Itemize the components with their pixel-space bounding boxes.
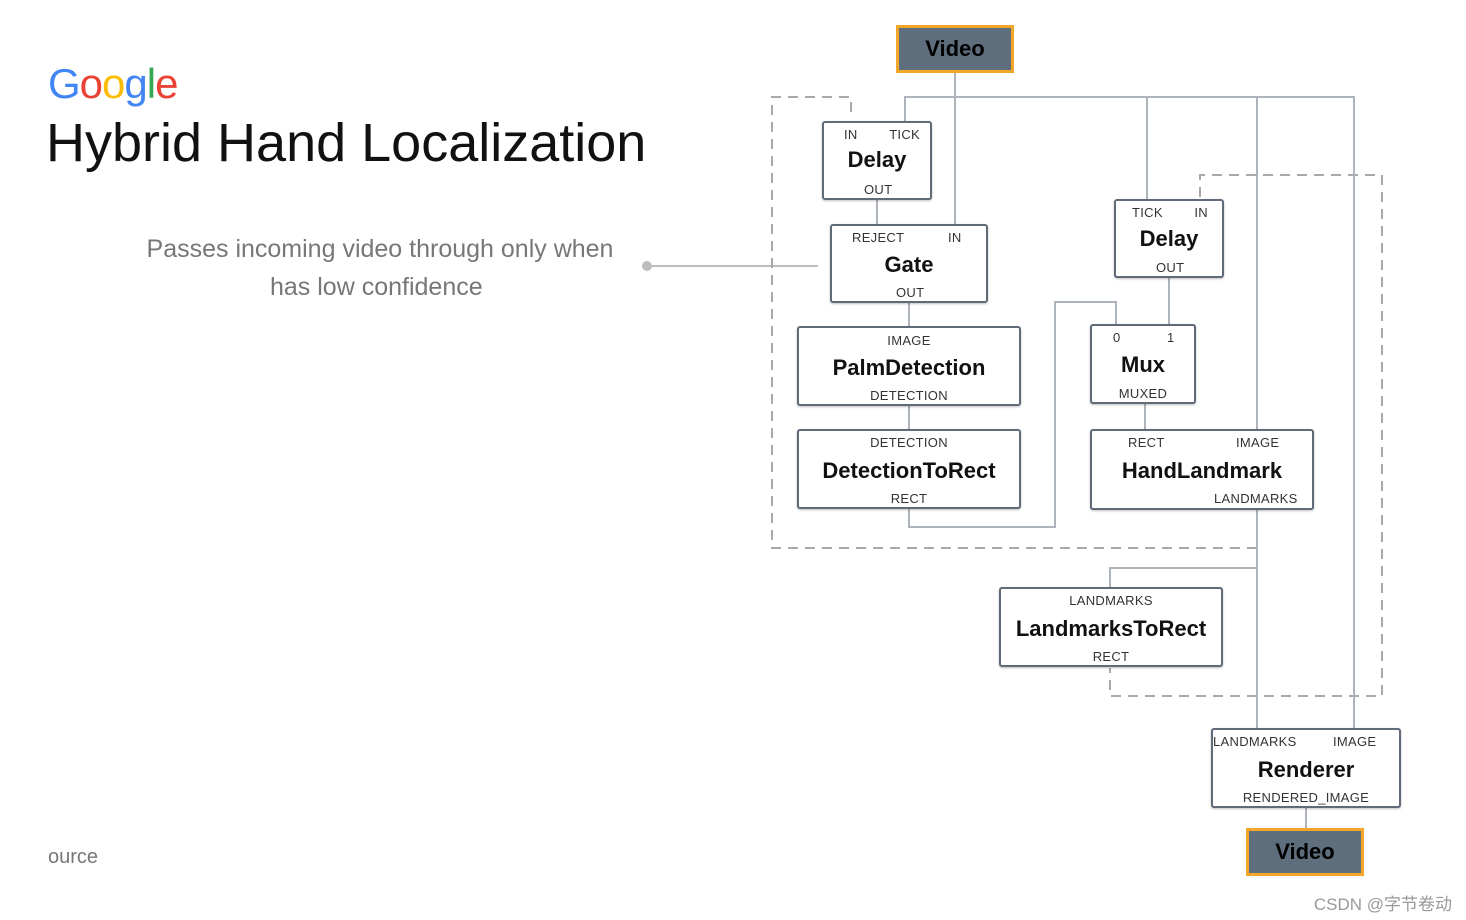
palm-detection-node[interactable]: IMAGE PalmDetection DETECTION <box>797 326 1021 406</box>
callout-line-2: has low confidence <box>270 273 483 301</box>
node-title: DetectionToRect <box>822 458 996 483</box>
port-rect: RECT <box>1092 649 1130 664</box>
callout-text: Passes incoming video through only when … <box>120 230 640 306</box>
port-in: IN <box>948 230 962 245</box>
port-out: OUT <box>1156 260 1185 275</box>
delay-node-left[interactable]: IN TICK Delay OUT <box>822 121 932 200</box>
renderer-node[interactable]: LANDMARKS IMAGE Renderer RENDERED_IMAGE <box>1211 728 1401 808</box>
hand-landmark-node[interactable]: RECT IMAGE HandLandmark LANDMARKS <box>1090 429 1314 510</box>
node-title: LandmarksToRect <box>1015 616 1207 641</box>
gate-node[interactable]: REJECT IN Gate OUT <box>830 224 988 303</box>
port-landmarks: LANDMARKS <box>1213 734 1297 749</box>
port-rendered-image: RENDERED_IMAGE <box>1242 790 1370 805</box>
port-image: IMAGE <box>887 333 931 348</box>
port-image: IMAGE <box>1236 435 1280 450</box>
port-detection: DETECTION <box>870 388 948 403</box>
callout-line-1: Passes incoming video through only when <box>146 235 614 263</box>
port-detection: DETECTION <box>870 435 948 450</box>
video-output-node[interactable]: Video <box>1246 828 1364 876</box>
logo-letter: o <box>102 60 125 107</box>
group-outline-left <box>771 96 1257 549</box>
node-title: Delay <box>847 147 907 172</box>
wire-hand-l2r <box>1109 509 1258 589</box>
group-outline-right <box>1109 174 1383 697</box>
wire-d2r-mux <box>908 301 1117 528</box>
port-rect: RECT <box>1128 435 1165 450</box>
port-1: 1 <box>1167 330 1175 345</box>
detection-to-rect-node[interactable]: DETECTION DetectionToRect RECT <box>797 429 1021 509</box>
port-tick: TICK <box>889 127 920 142</box>
mux-node[interactable]: 0 1 Mux MUXED <box>1090 324 1196 404</box>
video-input-node[interactable]: Video <box>896 25 1014 73</box>
logo-letter: G <box>48 60 81 107</box>
node-title: Mux <box>1121 352 1165 377</box>
port-image: IMAGE <box>1333 734 1377 749</box>
node-title: Renderer <box>1257 757 1355 782</box>
port-muxed: MUXED <box>1118 386 1168 401</box>
node-title: PalmDetection <box>832 355 986 380</box>
port-reject: REJECT <box>852 230 905 245</box>
port-rect: RECT <box>890 491 928 506</box>
logo-letter: l <box>146 60 156 107</box>
port-landmarks: LANDMARKS <box>1069 593 1153 608</box>
port-tick: TICK <box>1132 205 1163 220</box>
node-title: Gate <box>884 252 934 277</box>
logo-letter: o <box>79 60 103 107</box>
landmarks-to-rect-node[interactable]: LANDMARKS LandmarksToRect RECT <box>999 587 1223 667</box>
port-landmarks: LANDMARKS <box>1214 491 1298 506</box>
node-title: HandLandmark <box>1121 458 1283 483</box>
logo-letter: e <box>155 60 178 107</box>
port-0: 0 <box>1113 330 1121 345</box>
port-out: OUT <box>896 285 925 300</box>
slide-title: Hybrid Hand Localization <box>46 113 647 173</box>
google-logo: Google <box>48 60 178 108</box>
wire-video-bus <box>904 96 1355 730</box>
node-title: Delay <box>1139 226 1199 251</box>
logo-letter: g <box>124 60 147 107</box>
watermark: CSDN @字节卷动 <box>1313 895 1452 914</box>
port-in: IN <box>1194 205 1208 220</box>
port-out: OUT <box>864 182 893 197</box>
delay-node-right[interactable]: TICK IN Delay OUT <box>1114 199 1224 278</box>
source-link[interactable]: ource <box>48 846 99 868</box>
port-in: IN <box>844 127 858 142</box>
